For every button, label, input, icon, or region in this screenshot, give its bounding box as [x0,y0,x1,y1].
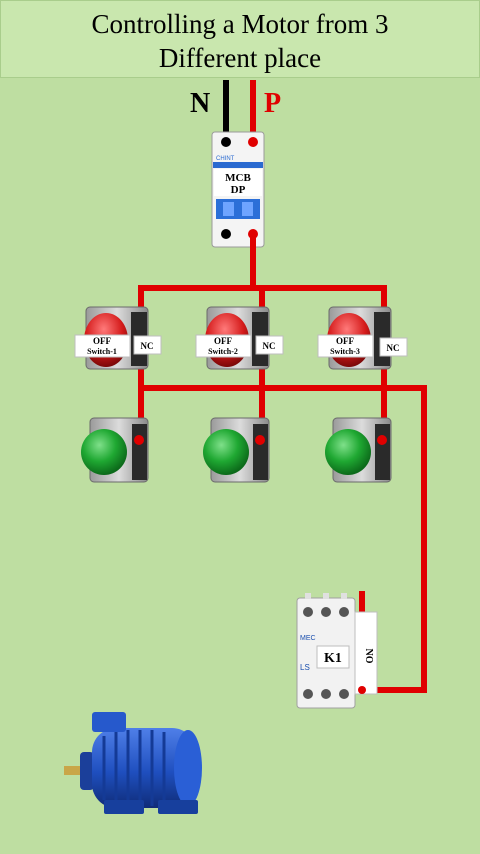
contact-label-2: NC [263,341,276,351]
title-line-2: Different place [158,43,322,73]
off-switch-3[interactable]: OFF Switch-3 NC [317,306,408,370]
contactor-label: K1 [324,651,342,666]
mcb-label-2: DP [231,184,246,196]
on-button-2[interactable] [203,417,270,483]
contact-label-1: NC [141,341,154,351]
supply-wires [223,80,256,142]
motor-icon [64,712,202,814]
phase-label: P [264,88,281,119]
phase-wire [250,80,256,142]
contactor-brand: MEC [300,635,316,642]
off-switch-1[interactable]: OFF Switch-1 NC [74,306,162,370]
on-button-3[interactable] [325,417,392,483]
off-switch-2[interactable]: OFF Switch-2 NC [195,306,284,370]
mcb-brand: CHINT [216,156,235,162]
title-line-1: Controlling a Motor from 3 [91,9,389,39]
off-label-3: OFF [336,336,354,346]
neutral-label: N [190,88,210,119]
contactor-contact-label: NO [363,649,374,664]
switch-name-3: Switch-3 [330,347,360,356]
contactor-maker: LS [300,663,310,672]
neutral-wire [223,80,229,142]
mcb-breaker: CHINT MCB DP [211,131,265,248]
on-button-1[interactable] [81,417,149,483]
switch-name-2: Switch-2 [208,347,238,356]
off-label-2: OFF [214,336,232,346]
contact-label-3: NC [387,343,400,353]
off-label-1: OFF [93,336,111,346]
contactor-k1: MEC LS K1 NO [296,593,378,709]
title-banner: Controlling a Motor from 3 Different pla… [0,0,480,78]
mcb-label-1: MCB [225,172,251,184]
switch-name-1: Switch-1 [87,347,117,356]
